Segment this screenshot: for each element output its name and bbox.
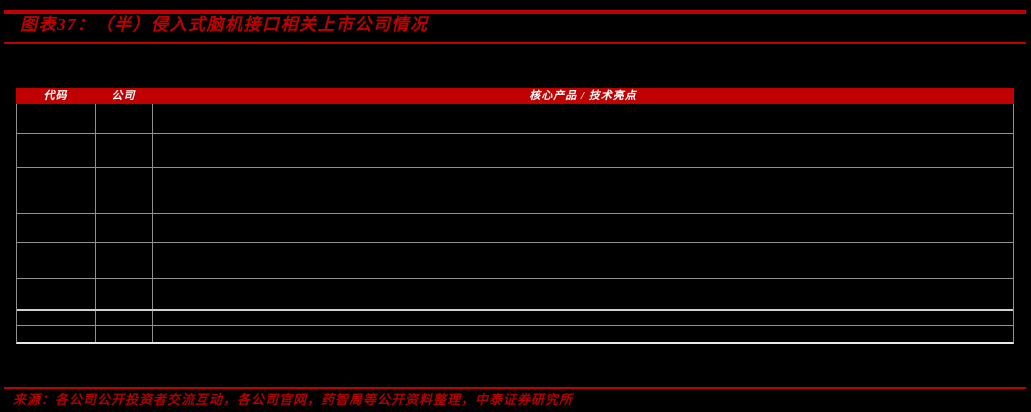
table-row [17, 326, 1013, 342]
table-row [17, 243, 1013, 279]
figure-title: 图表37：（半）侵入式脑机接口相关上市公司情况 [20, 15, 429, 34]
table-cell [17, 104, 96, 133]
table-body [16, 104, 1014, 344]
table-row [17, 104, 1013, 134]
table-row [17, 134, 1013, 168]
table-header-code: 代码 [43, 90, 68, 102]
table-row [17, 168, 1013, 214]
table-cell [17, 326, 96, 342]
table-cell [96, 311, 153, 325]
table-cell [153, 326, 1013, 342]
title-underline-rule [4, 42, 1026, 44]
table-cell [17, 168, 96, 213]
table-cell [96, 134, 153, 167]
table-cell [153, 134, 1013, 167]
table-cell [17, 214, 96, 242]
table-cell [96, 279, 153, 309]
table-header-core-products: 核心产品 / 技术亮点 [529, 90, 637, 102]
table-cell [153, 168, 1013, 213]
table-cell [153, 279, 1013, 309]
table-header-company: 公司 [111, 90, 136, 102]
table-cell [96, 104, 153, 133]
table-cell [96, 243, 153, 278]
table-cell [17, 243, 96, 278]
table-cell [153, 243, 1013, 278]
footer-rule [4, 387, 1026, 389]
table-row [17, 311, 1013, 326]
table-header-row: 代码 公司 核心产品 / 技术亮点 [16, 88, 1014, 104]
source-note: 来源：各公司公开投资者交流互动，各公司官网，药智局等公开资料整理，中泰证券研究所 [13, 392, 574, 407]
table-cell [96, 326, 153, 342]
companies-table: 代码 公司 核心产品 / 技术亮点 [16, 88, 1014, 344]
table-cell [17, 279, 96, 309]
table-cell [153, 311, 1013, 325]
top-rule [4, 10, 1026, 14]
table-cell [153, 104, 1013, 133]
table-cell [17, 311, 96, 325]
table-cell [96, 168, 153, 213]
table-row [17, 214, 1013, 243]
table-cell [17, 134, 96, 167]
table-row [17, 279, 1013, 311]
table-cell [96, 214, 153, 242]
table-cell [153, 214, 1013, 242]
